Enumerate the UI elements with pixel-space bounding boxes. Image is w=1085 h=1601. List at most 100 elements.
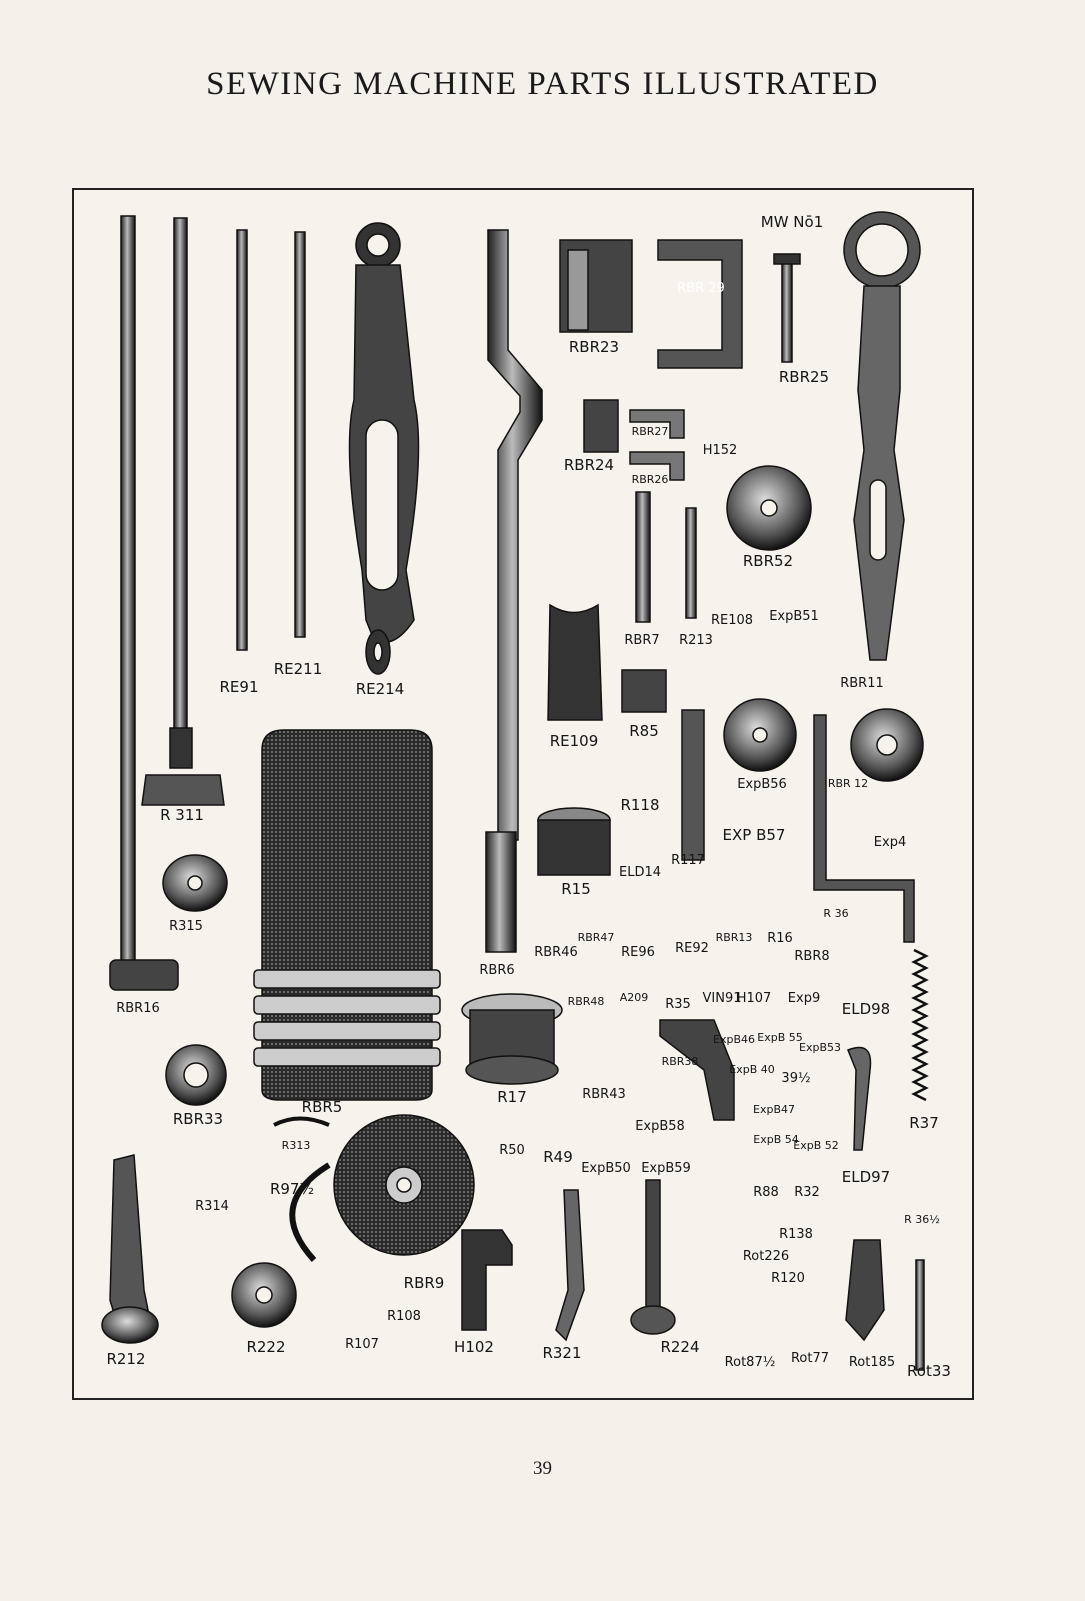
rod-rbr16: [109, 215, 179, 991]
spring-r37: [911, 948, 929, 1102]
label-rot33: Rot33: [907, 1362, 951, 1380]
label-expb59: ExpB59: [641, 1161, 691, 1176]
gear-rbr52: [726, 465, 812, 551]
label-eld14: ELD14: [618, 865, 662, 880]
label-rbr29: RBR 29: [677, 281, 725, 296]
label-rbr23: RBR23: [568, 338, 620, 356]
label-expb51: ExpB51: [769, 609, 819, 624]
label-re96: RE96: [621, 945, 655, 960]
label-r15: R15: [561, 880, 591, 898]
label-r117: R117: [671, 853, 705, 868]
part-rbr33: [165, 1044, 227, 1106]
label-r88: R88: [753, 1185, 779, 1200]
rod-rbr6: [485, 229, 543, 953]
label-exp4: Exp4: [873, 835, 907, 850]
bolt-rbr25: [773, 253, 801, 363]
lever-rbr11: [843, 211, 921, 661]
label-expb40: ExpB 40: [729, 1063, 775, 1076]
label-rbr48: RBR48: [567, 995, 605, 1008]
part-r315: [162, 854, 228, 912]
label-exp9: Exp9: [787, 991, 821, 1006]
block-r85: [621, 669, 667, 713]
cylinder-rbr5: [253, 729, 441, 1101]
label-r138: R138: [779, 1227, 813, 1242]
label-r118: R118: [620, 796, 660, 814]
label-rbr43: RBR43: [582, 1087, 626, 1102]
label-expb47: ExpB47: [753, 1103, 795, 1116]
label-r36: R 36: [823, 907, 849, 920]
label-r314: R314: [195, 1199, 229, 1214]
disc-large: [333, 1114, 475, 1256]
label-expb50: ExpB50: [581, 1161, 631, 1176]
label-a209: A209: [619, 991, 649, 1004]
rod-r311: [141, 217, 225, 806]
label-expb53: ExpB53: [799, 1041, 841, 1054]
label-eld98: ELD98: [841, 1000, 891, 1018]
pin-r213: [685, 507, 697, 619]
label-rbr16: RBR16: [116, 1001, 160, 1016]
label-rot185: Rot185: [848, 1355, 896, 1370]
label-mw-no1: MW Nō1: [760, 213, 824, 231]
label-rbr46: RBR46: [534, 945, 578, 960]
label-r16: R16: [767, 931, 793, 946]
label-rbr33: RBR33: [172, 1110, 224, 1128]
label-rbr38: RBR38: [661, 1055, 699, 1068]
part-r313: [273, 1116, 330, 1127]
parts-plate: MW Nō1 RBR 29 RBR23 RBR25 RBR27 H152 RBR…: [72, 188, 974, 1400]
part-rbr27: [629, 409, 685, 439]
label-r39half: 39½: [781, 1071, 811, 1086]
label-rbr47: RBR47: [577, 931, 615, 944]
part-r117: [681, 709, 705, 861]
label-rbr9: RBR9: [403, 1274, 445, 1292]
label-r37: R37: [909, 1114, 939, 1132]
part-rbr24: [583, 399, 619, 453]
part-rbr26: [629, 451, 685, 481]
label-r32: R32: [794, 1185, 820, 1200]
label-rbr6: RBR6: [479, 963, 515, 978]
label-h152: H152: [702, 443, 738, 458]
label-rbr25: RBR25: [778, 368, 830, 386]
page-number: 39: [533, 1458, 552, 1479]
label-r315: R315: [169, 919, 203, 934]
label-r213: R213: [679, 633, 713, 648]
label-re109: RE109: [549, 732, 599, 750]
label-r222: R222: [246, 1338, 286, 1356]
label-h107: H107: [736, 991, 772, 1006]
label-r107: R107: [345, 1337, 379, 1352]
part-rot185: [845, 1239, 885, 1342]
label-r108: R108: [387, 1309, 421, 1324]
label-r120: R120: [771, 1271, 805, 1286]
label-expb46: ExpB46: [713, 1033, 755, 1046]
part-r321: [555, 1189, 585, 1342]
parts-illustration: [101, 211, 929, 1371]
label-rot87half: Rot87½: [724, 1355, 776, 1370]
label-re214: RE214: [355, 680, 405, 698]
page-title: SEWING MACHINE PARTS ILLUSTRATED: [206, 66, 879, 102]
link-r224: [630, 1179, 676, 1335]
label-r313: R313: [281, 1139, 311, 1152]
label-expb55: ExpB 55: [757, 1031, 803, 1044]
label-r212: R212: [106, 1350, 146, 1368]
link-re214: [348, 222, 420, 675]
label-re92: RE92: [675, 941, 709, 956]
part-eld97: [847, 1046, 872, 1151]
label-expb57: EXP B57: [722, 826, 786, 844]
label-r321: R321: [542, 1344, 582, 1362]
part-r15: [537, 807, 611, 876]
label-rbr11: RBR11: [840, 676, 884, 691]
label-h102: H102: [454, 1338, 494, 1356]
label-r97half: R97½: [269, 1180, 315, 1198]
bracket-r36: [813, 714, 915, 943]
label-rbr27: RBR27: [631, 425, 669, 438]
label-r35: R35: [665, 997, 691, 1012]
label-rbr24: RBR24: [563, 456, 615, 474]
part-r97half: [289, 1162, 331, 1263]
pin-rbr7: [635, 491, 651, 623]
label-rbr8: RBR8: [794, 949, 830, 964]
spool-r17: [461, 993, 563, 1085]
label-r311: R 311: [160, 806, 204, 824]
label-r49: R49: [543, 1148, 573, 1166]
label-r50: R50: [499, 1143, 525, 1158]
label-r224: R224: [660, 1338, 700, 1356]
